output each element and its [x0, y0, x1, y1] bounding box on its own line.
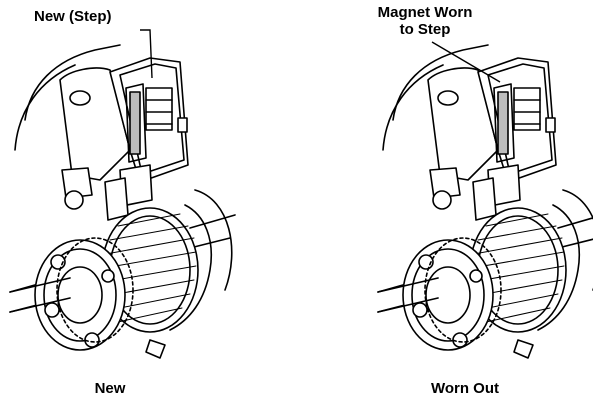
left-caption: New: [94, 380, 126, 397]
right-callout-label: Magnet Worn to Step: [360, 4, 490, 38]
left-callout-leader: [140, 29, 153, 79]
left-assembly-drawing: [9, 44, 236, 359]
right-assembly-drawing: [377, 44, 593, 359]
right-callout-line1: Magnet Worn: [377, 4, 473, 21]
right-caption: Worn Out: [430, 380, 500, 397]
right-callout-leader: [431, 41, 501, 83]
left-callout-label: New (Step): [34, 8, 112, 25]
right-callout-line2: to Step: [399, 21, 451, 38]
